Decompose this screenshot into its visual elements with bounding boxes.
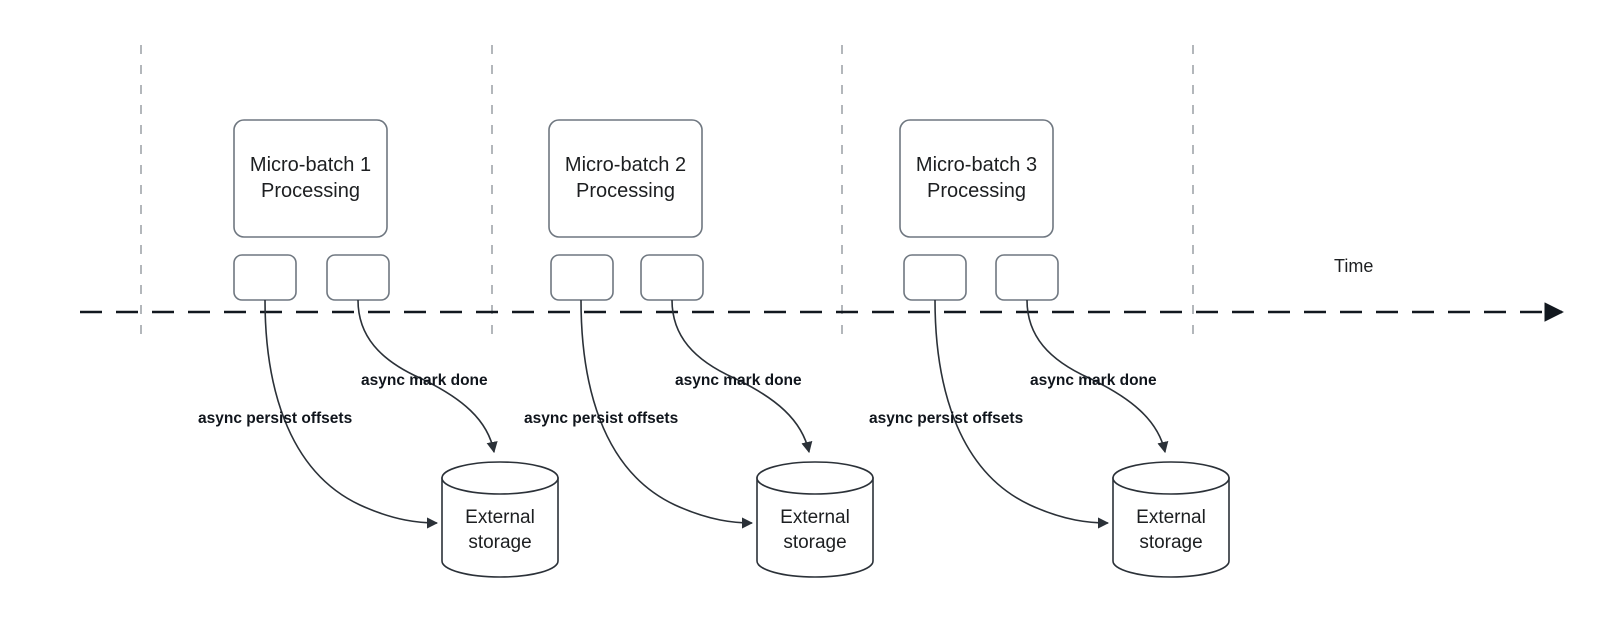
- group-2-persist-offsets-arrow: [580, 299, 754, 529]
- batch-boundary-guides: [140, 45, 1194, 341]
- group-2-persist-offsets-label: async persist offsets: [524, 410, 679, 427]
- group-3-shapes: [899, 119, 1230, 578]
- group-1-shapes: [233, 119, 559, 578]
- group-1-mark-done-task[interactable]: [326, 254, 390, 301]
- group-1-persist-offsets-label: async persist offsets: [198, 410, 353, 427]
- group-3-persist-offsets-task[interactable]: [903, 254, 967, 301]
- group-2-mark-done-label: async mark done: [675, 372, 802, 389]
- group-1-mark-done-arrow: [357, 299, 498, 454]
- group-2-shapes: [548, 119, 874, 578]
- group-2-external-storage-label: External storage: [780, 507, 850, 553]
- group-3-external-storage-cylinder[interactable]: [1112, 461, 1230, 578]
- group-3-external-storage-label: External storage: [1136, 507, 1206, 553]
- group-3-mark-done-label: async mark done: [1030, 372, 1157, 389]
- micro-batch-1-box[interactable]: [233, 119, 388, 238]
- group-1-persist-offsets-arrow: [264, 299, 439, 529]
- group-3-persist-offsets-label: async persist offsets: [869, 410, 1024, 427]
- micro-batch-2-box[interactable]: [548, 119, 703, 238]
- group-2-external-storage-cylinder[interactable]: [756, 461, 874, 578]
- micro-batch-3-box[interactable]: [899, 119, 1054, 238]
- group-3-mark-done-arrow: [1026, 299, 1169, 454]
- group-1-persist-offsets-task[interactable]: [233, 254, 297, 301]
- group-1-mark-done-label: async mark done: [361, 372, 488, 389]
- group-2-mark-done-arrow: [671, 299, 813, 454]
- group-1-external-storage-label: External storage: [465, 507, 535, 553]
- group-2-mark-done-task[interactable]: [640, 254, 704, 301]
- group-3-mark-done-task[interactable]: [995, 254, 1059, 301]
- group-3-persist-offsets-arrow: [934, 299, 1110, 529]
- time-axis-label: Time: [1334, 256, 1374, 276]
- group-2-persist-offsets-task[interactable]: [550, 254, 614, 301]
- group-1-external-storage-cylinder[interactable]: [441, 461, 559, 578]
